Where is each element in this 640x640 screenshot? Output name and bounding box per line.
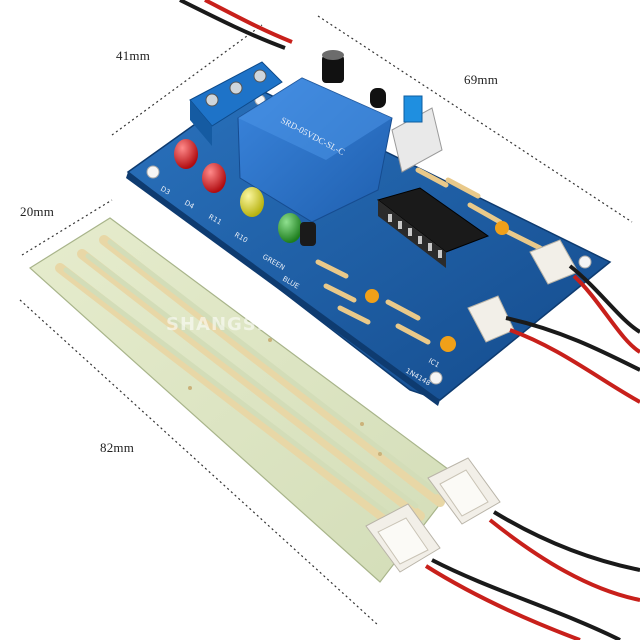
dim-label-82mm: 82mm <box>100 440 135 455</box>
top-wires <box>179 0 293 50</box>
dim-label-41mm: 41mm <box>116 48 151 63</box>
led-yellow <box>240 187 264 217</box>
led-red-1 <box>174 139 198 169</box>
capacitor <box>322 50 344 83</box>
probe-wires <box>424 510 640 640</box>
probe-connector-2 <box>365 503 441 573</box>
led-red-2 <box>202 163 226 193</box>
ic-chip <box>376 187 490 268</box>
probe-connector-1 <box>427 457 501 525</box>
resistors <box>315 167 543 345</box>
dimension-lines <box>19 15 633 626</box>
electrolytic-cap-small <box>300 222 316 246</box>
led-green <box>278 213 302 243</box>
ceramic-capacitors <box>365 221 509 352</box>
screw-terminal <box>189 61 283 146</box>
push-button <box>391 95 443 173</box>
silk-d3: D3 <box>159 185 172 197</box>
dim-label-20mm: 20mm <box>20 204 55 219</box>
board-wires <box>505 264 640 404</box>
relay: SRD-05VDC-SL-C <box>237 77 393 223</box>
probe-board <box>29 217 461 583</box>
transistor <box>370 88 386 108</box>
watermark: SHANGSIMO <box>166 314 300 335</box>
dim-label-69mm: 69mm <box>464 72 499 87</box>
controller-board: SRD-05VDC-SL-C <box>126 50 612 406</box>
